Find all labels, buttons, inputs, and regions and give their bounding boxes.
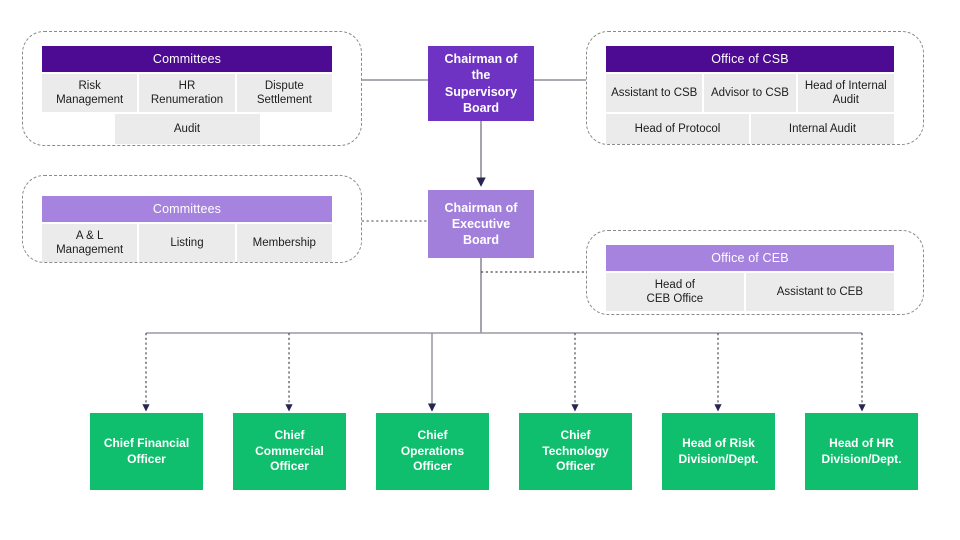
office-csb-header: Office of CSB	[606, 46, 894, 73]
office-ceb-header: Office of CEB	[606, 245, 894, 272]
office-csb-row-1: Assistant to CSB Advisor to CSB Head of …	[606, 74, 894, 113]
cell-assistant-to-ceb[interactable]: Assistant to CEB	[745, 273, 894, 312]
sb-committees-row-2: Audit	[42, 114, 332, 145]
cell-advisor-to-csb[interactable]: Advisor to CSB	[704, 74, 796, 113]
cell-listing[interactable]: Listing	[139, 224, 235, 263]
cell-internal-audit[interactable]: Internal Audit	[751, 114, 894, 145]
office-csb-row-2: Head of Protocol Internal Audit	[606, 114, 894, 145]
sb-committees-header: Committees	[42, 46, 332, 73]
eb-committees-header: Committees	[42, 196, 332, 223]
cell-assistant-to-csb[interactable]: Assistant to CSB	[606, 74, 703, 113]
cell-audit[interactable]: Audit	[114, 114, 260, 145]
cell-head-of-protocol[interactable]: Head of Protocol	[606, 114, 749, 145]
cell-membership[interactable]: Membership	[236, 224, 332, 263]
cluster-office-of-csb: Office of CSB Assistant to CSB Advisor t…	[606, 46, 894, 145]
